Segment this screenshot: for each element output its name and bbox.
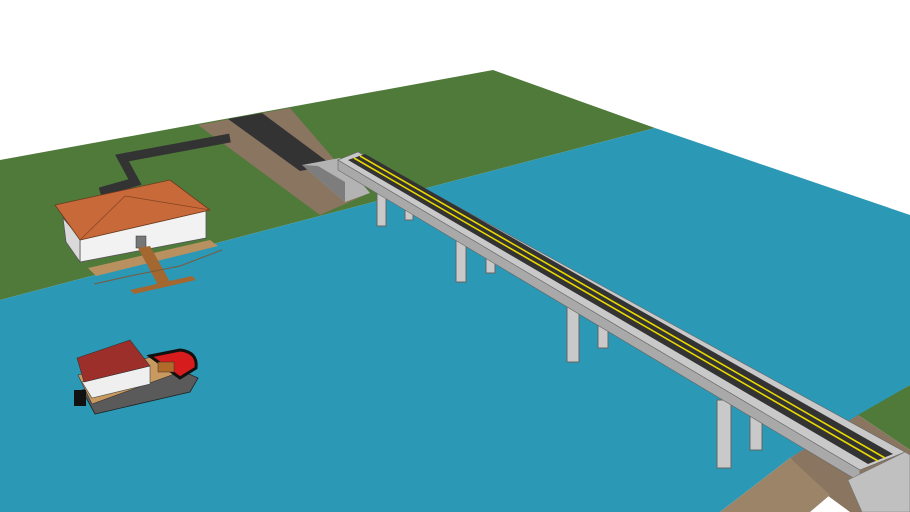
- dirt-road-strip: [198, 108, 365, 215]
- far-bank-grass: [858, 385, 910, 450]
- bridge-pier: [716, 399, 732, 469]
- house-door: [135, 235, 147, 249]
- boat-seat: [157, 361, 175, 373]
- river-water: [0, 128, 910, 512]
- dock-pier: [138, 246, 170, 285]
- bridge-road-surface: [348, 154, 893, 464]
- bridge-abutment-far: [847, 451, 910, 512]
- bridge-yellow-line: [353, 157, 879, 462]
- dock-crossbar: [130, 276, 196, 294]
- dock-rope: [93, 249, 223, 285]
- boat: [74, 339, 199, 415]
- bridge-yellow-line: [359, 155, 886, 459]
- far-bank-sand: [720, 458, 830, 512]
- asphalt-road: [228, 113, 332, 171]
- roof-ridge: [124, 195, 211, 211]
- driveway-path: [98, 133, 231, 197]
- boat-motor: [74, 390, 86, 406]
- roof-ridge: [79, 195, 126, 241]
- house: [54, 179, 211, 264]
- bridge-abutment-near-side: [302, 165, 345, 202]
- boat-cabin-roof: [76, 339, 151, 383]
